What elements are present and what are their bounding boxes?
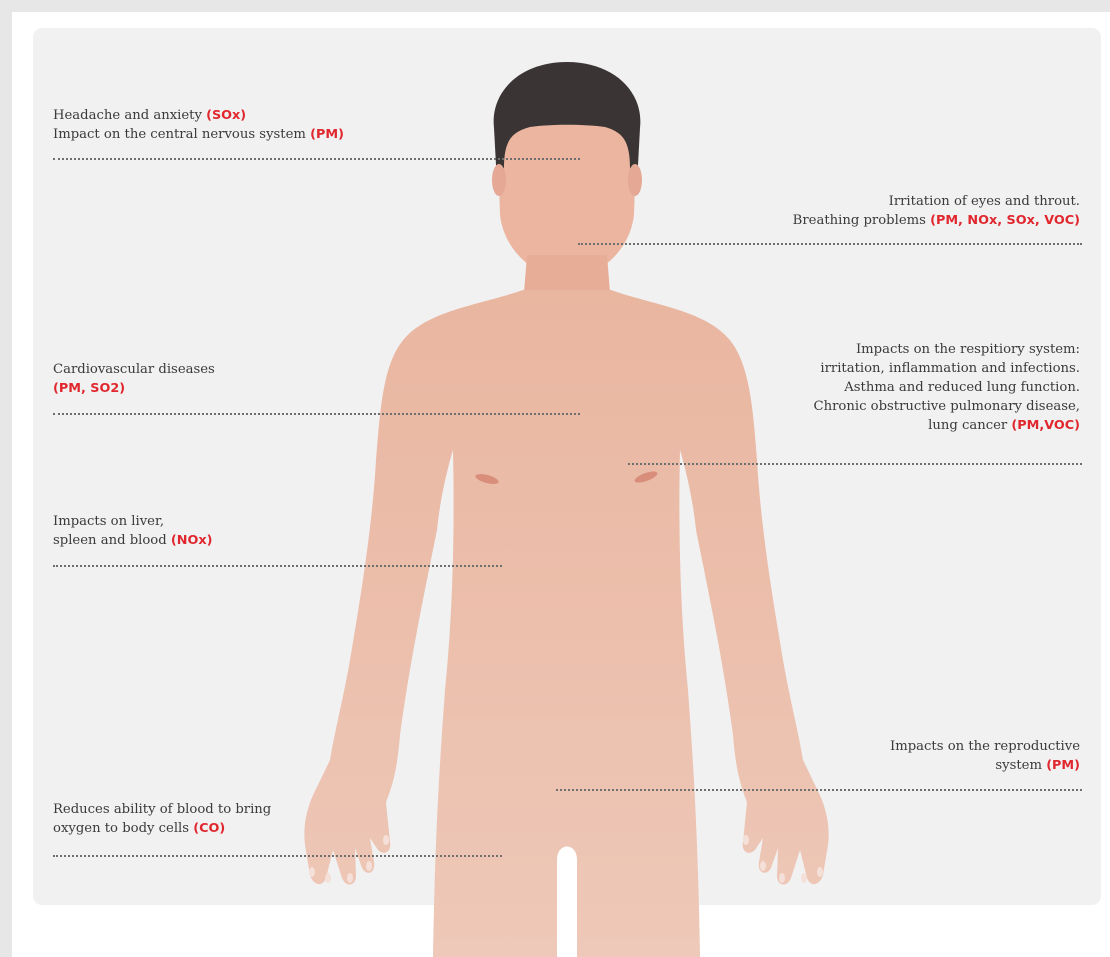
annotation-line: Breathing problems (PM, NOx, SOx, VOC) bbox=[793, 211, 1080, 230]
annotation-respiratory: Impacts on the respitiory system: irrita… bbox=[814, 340, 1080, 435]
annotation-eyes: Irritation of eyes and throut. Breathing… bbox=[793, 192, 1080, 230]
body-silhouette bbox=[304, 62, 828, 957]
annotation-line: irritation, inflammation and infections. bbox=[814, 359, 1080, 378]
pollutant-tag: (PM, SO2) bbox=[53, 381, 125, 396]
pollutant-tag: (PM) bbox=[310, 127, 344, 142]
annotation-line: Cardiovascular diseases bbox=[53, 360, 215, 379]
annotation-cardio: Cardiovascular diseases (PM, SO2) bbox=[53, 360, 215, 398]
annotation-line: Reduces ability of blood to bring bbox=[53, 800, 271, 819]
annotation-line: spleen and blood (NOx) bbox=[53, 531, 212, 550]
right-ear bbox=[628, 164, 642, 196]
pollutant-tag: (CO) bbox=[193, 821, 225, 836]
leader-line-reproductive bbox=[556, 789, 1082, 791]
annotation-line: lung cancer (PM,VOC) bbox=[814, 416, 1080, 435]
pollutant-tag: (NOx) bbox=[171, 533, 213, 548]
annotation-line: oxygen to body cells (CO) bbox=[53, 819, 271, 838]
left-ear bbox=[492, 164, 506, 196]
annotation-line: Chronic obstructive pulmonary disease, bbox=[814, 397, 1080, 416]
annotation-blood: Reduces ability of blood to bring oxygen… bbox=[53, 800, 271, 838]
annotation-line: Headache and anxiety (SOx) bbox=[53, 106, 344, 125]
annotation-line: Impacts on the respitiory system: bbox=[814, 340, 1080, 359]
annotation-line: Impacts on liver, bbox=[53, 512, 212, 531]
leader-line-eyes bbox=[578, 243, 1082, 245]
pollutant-tag: (PM,VOC) bbox=[1011, 418, 1080, 433]
leader-line-respiratory bbox=[628, 463, 1082, 465]
annotation-line: Asthma and reduced lung function. bbox=[814, 378, 1080, 397]
pollutant-tag: (PM) bbox=[1046, 758, 1080, 773]
annotation-reproductive: Impacts on the reproductive system (PM) bbox=[890, 737, 1080, 775]
leader-line-head bbox=[53, 158, 580, 160]
annotation-line: (PM, SO2) bbox=[53, 379, 215, 398]
annotation-liver: Impacts on liver, spleen and blood (NOx) bbox=[53, 512, 212, 550]
leader-line-liver bbox=[53, 565, 502, 567]
annotation-line: Impacts on the reproductive bbox=[890, 737, 1080, 756]
leader-line-cardio bbox=[53, 413, 580, 415]
pollutant-tag: (PM, NOx, SOx, VOC) bbox=[930, 213, 1080, 228]
leg-gap bbox=[557, 847, 577, 957]
annotation-head: Headache and anxiety (SOx) Impact on the… bbox=[53, 106, 344, 144]
leader-line-blood bbox=[53, 855, 502, 857]
annotation-line: system (PM) bbox=[890, 756, 1080, 775]
annotation-line: Impact on the central nervous system (PM… bbox=[53, 125, 344, 144]
pollutant-tag: (SOx) bbox=[206, 108, 246, 123]
annotation-line: Irritation of eyes and throut. bbox=[793, 192, 1080, 211]
